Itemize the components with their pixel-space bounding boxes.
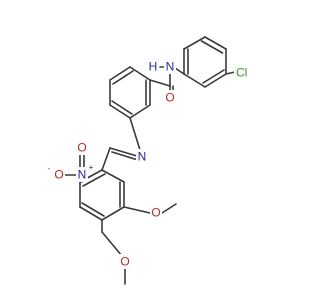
bond (225, 71, 236, 75)
bond (183, 36, 206, 50)
bond (101, 147, 111, 171)
bond (161, 203, 177, 214)
atom-nitro-o1-charge: - (48, 164, 51, 173)
bond (101, 231, 123, 257)
atom-nitro-n-label: N (78, 168, 87, 182)
bond (129, 117, 141, 151)
atom-methoxy-o1-label: O (151, 206, 160, 220)
bond (111, 100, 133, 115)
bond (101, 169, 125, 183)
atom-amide-h-label: H (149, 60, 158, 74)
bond (81, 202, 105, 217)
bond (109, 104, 131, 119)
atom-nitro-o1-label: O (54, 168, 63, 182)
bond (79, 206, 103, 221)
atom-amide-o-label: O (165, 91, 174, 105)
bond-layer (64, 36, 236, 285)
atom-nitro-o2-label: O (77, 141, 86, 155)
bond (129, 66, 151, 81)
bond (149, 79, 171, 87)
atom-amide-o: O (164, 90, 176, 105)
atom-chloro: Cl (234, 65, 256, 80)
atom-amide-n-label: N (166, 60, 175, 74)
bond (109, 147, 138, 157)
bond (82, 173, 106, 187)
bond (183, 73, 206, 88)
bond (109, 66, 131, 81)
atom-chloro-label: Cl (236, 66, 247, 80)
bond (204, 73, 227, 88)
atom-imine-n: N (136, 149, 148, 164)
atom-amide-h: H (147, 59, 159, 74)
bond (129, 104, 151, 119)
molecule-structure-diagram: N H O Cl N N + O - O (47, 36, 256, 285)
bond (204, 36, 227, 50)
bond (123, 206, 151, 214)
atom-nitro-o1: O - (48, 164, 65, 182)
bond (111, 151, 139, 161)
atom-label-layer: N H O Cl N N + O - O (48, 59, 256, 269)
atom-methoxy-o2-label: O (120, 255, 129, 269)
bond (200, 40, 224, 54)
bond (174, 67, 185, 75)
bond (101, 206, 125, 221)
bond (112, 70, 134, 85)
atom-nitro-o2: O (76, 140, 88, 155)
bond (202, 69, 225, 84)
atom-nitro-n-charge: + (89, 163, 94, 172)
atom-methoxy-o1: O (150, 205, 162, 220)
atom-methoxy-o2: O (119, 254, 131, 269)
atom-imine-n-label: N (138, 150, 147, 164)
atom-nitro-n: N + (76, 163, 94, 182)
atom-amide-n: N (164, 59, 176, 74)
